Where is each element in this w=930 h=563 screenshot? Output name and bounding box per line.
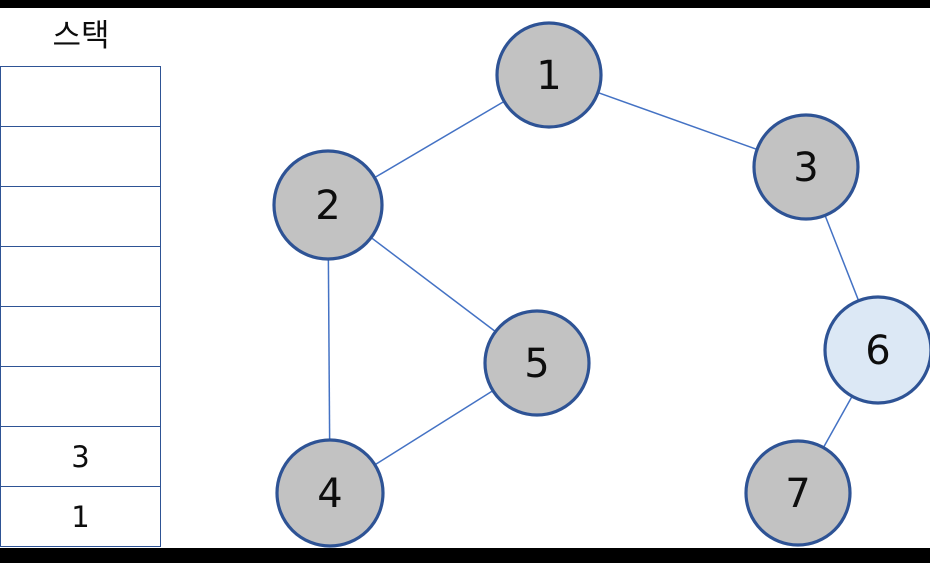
stack-cell-empty [0,186,161,247]
graph-node-label-3: 3 [793,145,818,191]
stack-row [0,186,161,247]
stack-cell-value: 3 [0,426,161,487]
stack-row: 1 [0,486,161,547]
stack-row [0,66,161,127]
stack-cell-value: 1 [0,486,161,547]
stack-cell-empty [0,66,161,127]
graph-node-circle-3[interactable] [752,113,860,221]
graph-node-4[interactable]: 4 [275,438,385,548]
graph-node-circle-5[interactable] [483,309,591,417]
graph-edge-1-2 [374,100,505,179]
stack-title: 스택 [52,18,110,54]
stack-row [0,306,161,367]
graph-edge-4-5 [374,390,494,466]
graph-edge-2-5 [370,236,496,333]
stack-row: 3 [0,426,161,487]
graph-node-3[interactable]: 3 [752,113,860,221]
graph-node-7[interactable]: 7 [744,439,852,547]
graph-edge-6-7 [822,395,853,448]
graph-node-circle-2[interactable] [272,149,384,261]
graph-node-5[interactable]: 5 [483,309,591,417]
stack-cell-empty [0,366,161,427]
graph-node-2[interactable]: 2 [272,149,384,261]
graph-node-6[interactable]: 6 [823,295,930,405]
graph-edges-layer [327,91,860,466]
graph-node-label-7: 7 [785,471,810,517]
graph-node-circle-1[interactable] [495,21,603,129]
graph-edge-3-6 [824,215,860,301]
graph-node-label-4: 4 [317,471,342,517]
graph-nodes-layer: 1 2 3 4 5 6 7 [272,21,930,548]
graph-node-1[interactable]: 1 [495,21,603,129]
graph-edge-1-3 [597,91,758,151]
graph-node-label-6: 6 [865,328,890,374]
graph-edge-2-4 [327,258,331,441]
stack-cell-empty [0,126,161,187]
stack-row [0,366,161,427]
graph-diagram: 1 2 3 4 5 6 7 [272,21,930,548]
stack-row [0,126,161,187]
graph-node-label-5: 5 [524,341,549,387]
graph-node-label-2: 2 [315,183,340,229]
graph-node-circle-4[interactable] [275,438,385,548]
graph-node-circle-7[interactable] [744,439,852,547]
graph-node-circle-6[interactable] [823,295,930,405]
stack-cell-empty [0,306,161,367]
graph-node-label-1: 1 [536,53,561,99]
